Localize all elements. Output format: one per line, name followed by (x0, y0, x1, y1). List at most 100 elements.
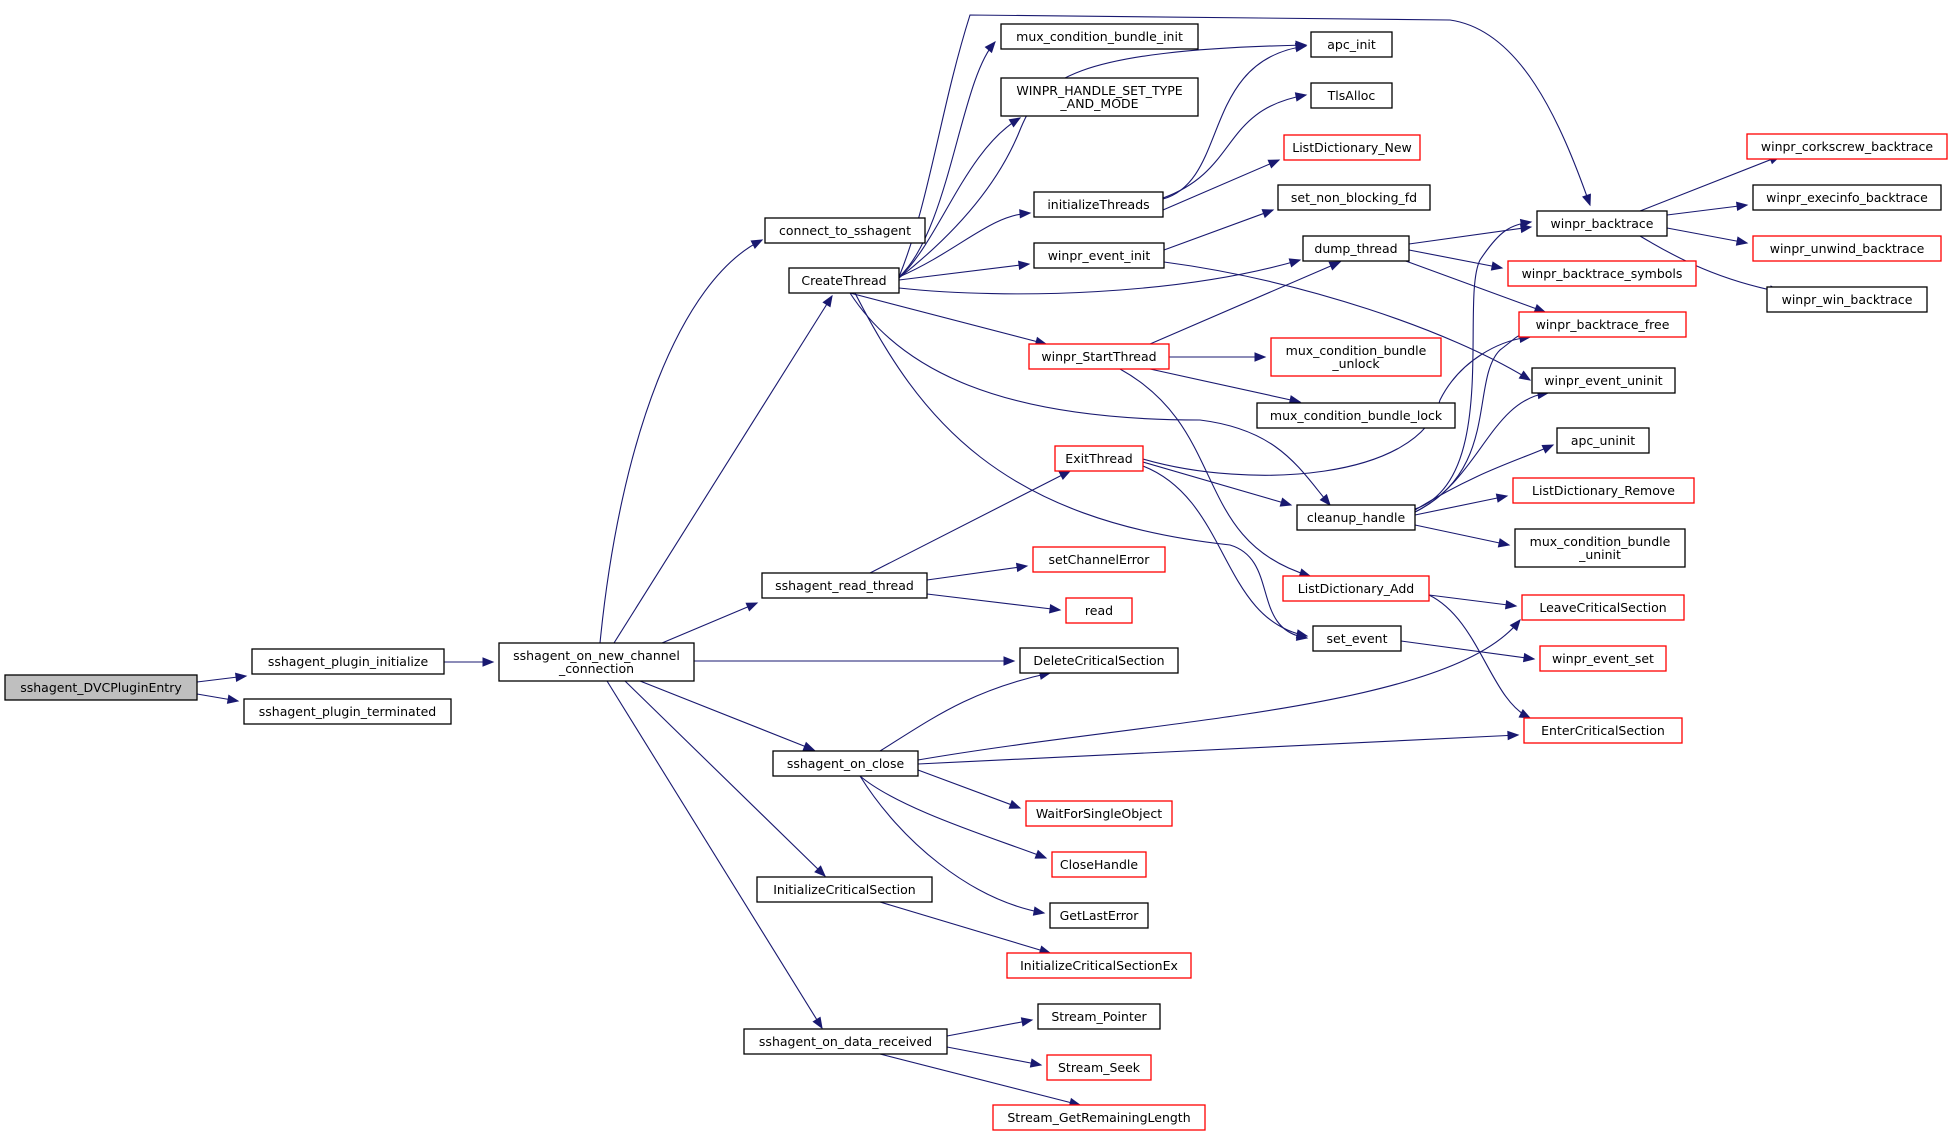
edge-arrowhead (1058, 470, 1072, 480)
node-corkscrew[interactable]: winpr_corkscrew_backtrace (1746, 133, 1948, 160)
edge-init_cs-to-init_cs_ex (879, 901, 1052, 955)
node-set-channel-error[interactable]: setChannelError (1032, 546, 1166, 573)
node-on-new-conn[interactable]: sshagent_on_new_channel_connection (498, 642, 695, 682)
node-apc-uninit[interactable]: apc_uninit (1556, 427, 1650, 454)
edge-arrowhead (1522, 652, 1536, 663)
node-delete-cs[interactable]: DeleteCriticalSection (1019, 647, 1179, 674)
edge-plugin_init-to-on_new_conn (444, 657, 495, 667)
node-label: set_event (1327, 631, 1388, 646)
node-leave-cs[interactable]: LeaveCriticalSection (1521, 594, 1685, 621)
node-start-thread[interactable]: winpr_StartThread (1028, 343, 1170, 370)
node-listdict-add[interactable]: ListDictionary_Add (1282, 575, 1430, 602)
node-event-uninit[interactable]: winpr_event_uninit (1531, 367, 1676, 394)
edge-on_new_conn-to-create_thread (613, 294, 833, 644)
node-listdict-remove[interactable]: ListDictionary_Remove (1512, 477, 1695, 504)
node-apc-init[interactable]: apc_init (1310, 31, 1393, 58)
node-box (1312, 625, 1402, 652)
node-backtrace-symbols[interactable]: winpr_backtrace_symbols (1507, 260, 1697, 287)
node-init-threads[interactable]: initializeThreads (1033, 191, 1164, 218)
node-enter-cs[interactable]: EnterCriticalSection (1523, 717, 1683, 744)
node-get-last-error[interactable]: GetLastError (1049, 902, 1149, 929)
node-event-init[interactable]: winpr_event_init (1033, 242, 1165, 269)
node-plugin-init[interactable]: sshagent_plugin_initialize (251, 648, 445, 675)
node-stream-remaining[interactable]: Stream_GetRemainingLength (992, 1104, 1206, 1131)
edge-arrowhead (822, 294, 833, 308)
node-tls-alloc[interactable]: TlsAlloc (1310, 82, 1393, 109)
edge-cleanup_handle-to-mux_uninit (1414, 524, 1511, 548)
edge-dump_thread-to-winpr_backtrace (1408, 223, 1533, 245)
node-dump-thread[interactable]: dump_thread (1302, 235, 1410, 262)
node-box (1539, 645, 1667, 672)
node-box (498, 642, 695, 682)
node-label: apc_init (1327, 37, 1376, 52)
node-set-non-blocking[interactable]: set_non_blocking_fd (1277, 184, 1431, 211)
node-mux-uninit[interactable]: mux_condition_bundle_uninit (1514, 528, 1686, 568)
edge-create_thread-to-init_threads (898, 209, 1032, 278)
edge-line (1428, 594, 1517, 607)
node-init-cs-ex[interactable]: InitializeCriticalSectionEx (1006, 952, 1192, 979)
edge-arrowhead (1504, 599, 1518, 610)
edge-line (1142, 336, 1531, 476)
node-backtrace-free[interactable]: winpr_backtrace_free (1518, 311, 1687, 338)
node-execinfo[interactable]: winpr_execinfo_backtrace (1752, 184, 1942, 211)
node-mux-init[interactable]: mux_condition_bundle_init (1000, 23, 1199, 50)
node-label: ListDictionary_Add (1298, 581, 1414, 596)
node-label: sshagent_on_data_received (759, 1034, 932, 1049)
node-read[interactable]: read (1065, 597, 1133, 624)
edge-line (869, 470, 1071, 574)
node-listdict-new[interactable]: ListDictionary_New (1283, 134, 1421, 161)
edge-exit_thread-to-cleanup_handle (1142, 461, 1293, 507)
edge-line (898, 263, 1030, 281)
node-init-cs[interactable]: InitializeCriticalSection (756, 876, 933, 903)
node-set-event[interactable]: set_event (1312, 625, 1402, 652)
node-create-thread[interactable]: CreateThread (788, 267, 900, 294)
node-win-backtrace[interactable]: winpr_win_backtrace (1766, 286, 1928, 313)
node-on-data[interactable]: sshagent_on_data_received (743, 1028, 948, 1055)
node-wait-single[interactable]: WaitForSingleObject (1025, 800, 1173, 827)
node-plugin-term[interactable]: sshagent_plugin_terminated (243, 698, 452, 725)
node-box (4, 674, 198, 701)
node-unwind[interactable]: winpr_unwind_backtrace (1752, 235, 1942, 262)
node-winpr-backtrace[interactable]: winpr_backtrace (1536, 210, 1668, 237)
node-label: cleanup_handle (1307, 510, 1406, 525)
node-on-close[interactable]: sshagent_on_close (772, 750, 919, 777)
edge-line (859, 775, 1045, 914)
node-label: mux_condition_bundle_lock (1270, 408, 1443, 423)
node-cleanup-handle[interactable]: cleanup_handle (1296, 504, 1416, 531)
node-label: EnterCriticalSection (1541, 723, 1665, 738)
edge-line (1414, 444, 1554, 511)
edge-arrowhead (814, 865, 826, 877)
edge-on_close-to-enter_cs (917, 730, 1520, 765)
edge-line (1666, 204, 1748, 216)
edge-layer (196, 14, 1782, 1107)
edge-create_thread-to-winpr_handle (898, 117, 1022, 279)
node-close-handle[interactable]: CloseHandle (1051, 851, 1147, 878)
node-entry[interactable]: sshagent_DVCPluginEntry (4, 674, 198, 701)
node-read-thread[interactable]: sshagent_read_thread (761, 572, 928, 599)
node-stream-seek[interactable]: Stream_Seek (1046, 1054, 1152, 1081)
node-connect[interactable]: connect_to_sshagent (764, 217, 926, 244)
node-label: sshagent_on_close (787, 756, 905, 771)
edge-entry-to-plugin_term (196, 693, 240, 704)
node-winpr-handle[interactable]: WINPR_HANDLE_SET_TYPE_AND_MODE (1000, 77, 1199, 117)
node-box (1006, 952, 1192, 979)
edge-line (946, 1046, 1042, 1066)
edge-arrowhead (1295, 629, 1309, 639)
node-box (1296, 504, 1416, 531)
node-label: InitializeCriticalSection (773, 882, 915, 897)
edge-line (926, 593, 1061, 611)
node-stream-pointer[interactable]: Stream_Pointer (1037, 1003, 1161, 1030)
edge-line (1428, 594, 1531, 719)
edge-line (599, 239, 763, 644)
node-mux-lock[interactable]: mux_condition_bundle_lock (1256, 402, 1456, 429)
node-exit-thread[interactable]: ExitThread (1054, 445, 1144, 472)
node-label: winpr_corkscrew_backtrace (1761, 139, 1934, 154)
node-mux-unlock[interactable]: mux_condition_bundle_unlock (1270, 337, 1442, 377)
node-box (1028, 343, 1170, 370)
node-event-set[interactable]: winpr_event_set (1539, 645, 1667, 672)
edge-on_close-to-close_handle (859, 775, 1048, 859)
node-label: WINPR_HANDLE_SET_TYPE (1016, 83, 1182, 98)
edge-line (624, 680, 826, 877)
edge-on_new_conn-to-delete_cs (694, 656, 1016, 666)
